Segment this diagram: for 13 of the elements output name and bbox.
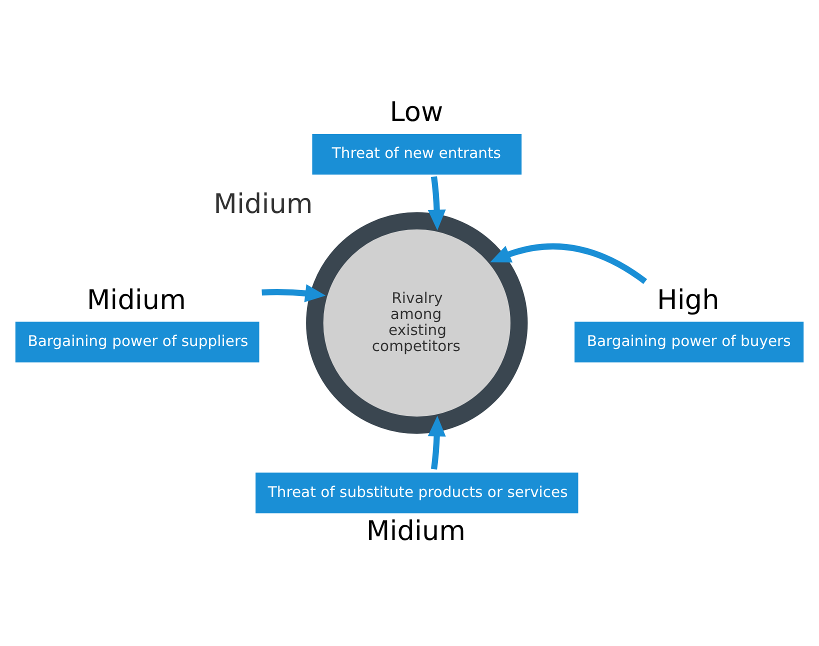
node-box: Threat of new entrants <box>312 134 522 175</box>
node-label: Low <box>390 97 444 128</box>
arrow <box>262 284 326 302</box>
node-box: Bargaining power of suppliers <box>15 322 260 362</box>
arrow <box>428 416 446 470</box>
arrow <box>428 176 446 230</box>
node-label: Midium <box>366 516 466 547</box>
node-box: Bargaining power of buyers <box>574 322 804 362</box>
node-label: Midium <box>86 284 186 316</box>
arrow <box>490 243 647 284</box>
node-label: High <box>657 284 720 316</box>
node-circle: Rivalry among existing competitors <box>306 212 528 434</box>
node-box: Threat of substitute products or services <box>256 472 578 514</box>
